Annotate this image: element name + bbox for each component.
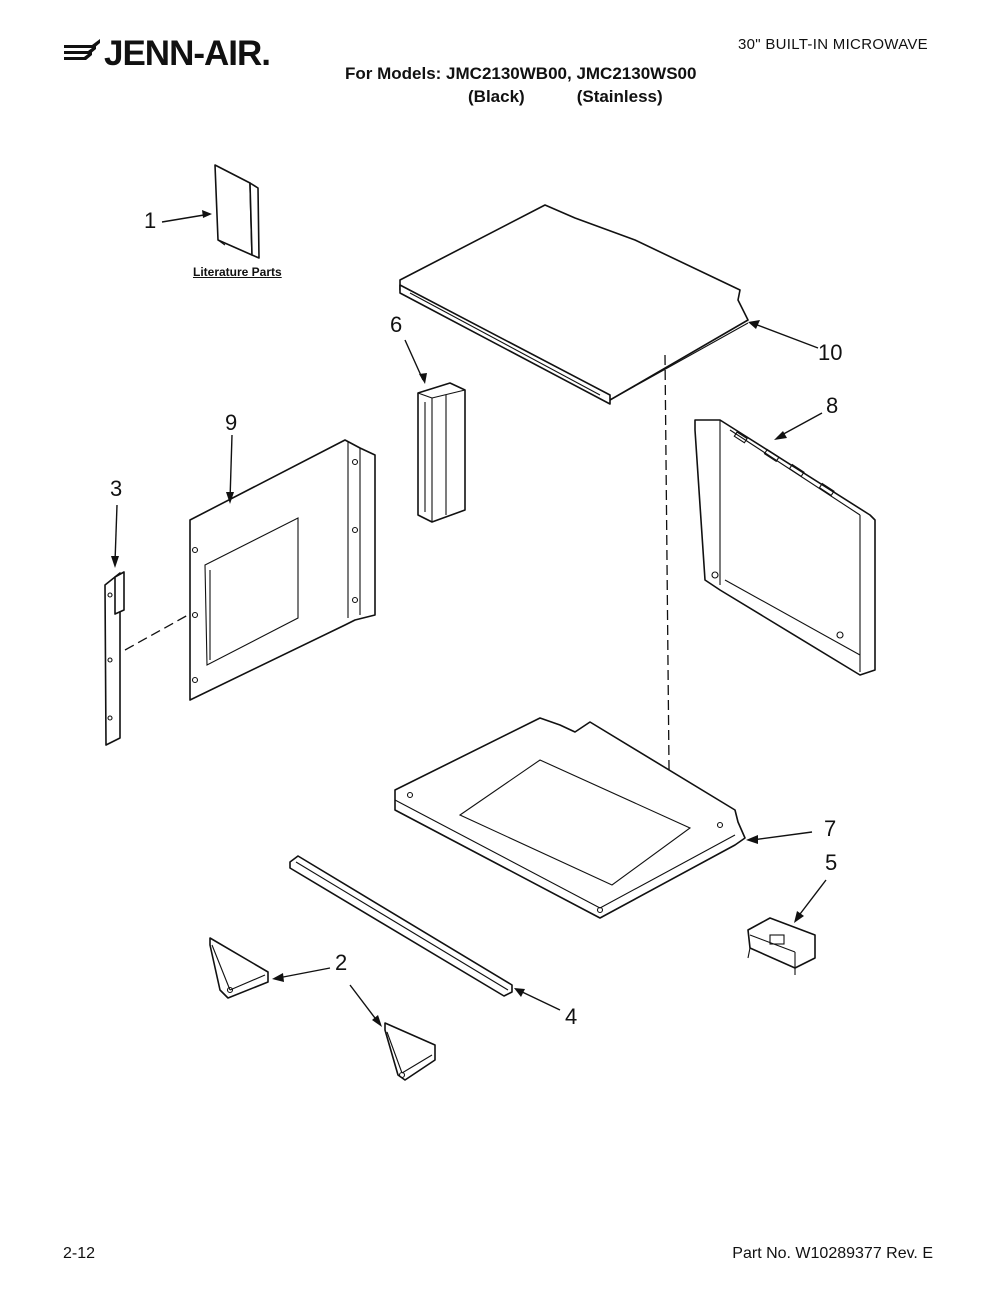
part-2-bracket-upper <box>209 937 269 999</box>
callout-6: 6 <box>390 312 403 337</box>
leader-3 <box>114 504 118 563</box>
part-2-bracket-lower <box>384 1022 436 1081</box>
models-line: For Models: JMC2130WB00, JMC2130WS00 <box>345 64 697 83</box>
page-number: 2-12 <box>63 1245 96 1262</box>
part-6-duct <box>417 382 466 523</box>
part-10-top-panel <box>399 204 749 405</box>
callout-1: 1 <box>144 208 157 233</box>
callout-2: 2 <box>335 950 348 975</box>
part-5-switch <box>747 917 816 975</box>
model-info: For Models: JMC2130WB00, JMC2130WS00 (Bl… <box>345 62 696 108</box>
document-title: 30" BUILT-IN MICROWAVE <box>737 36 928 53</box>
jenn-air-logo: JENN-AIR. <box>62 30 271 78</box>
brand-name: JENN-AIR. <box>104 34 271 73</box>
literature-parts-label: Literature Parts <box>193 265 282 279</box>
finish-stainless: (Stainless) <box>576 87 663 106</box>
finish-black: (Black) <box>468 87 525 106</box>
leader-2a <box>277 967 331 979</box>
part-number: Part No. W10289377 Rev. E <box>732 1245 933 1262</box>
leader-8 <box>777 412 823 438</box>
leader-2b <box>349 984 379 1023</box>
leader-1 <box>161 213 211 223</box>
part-7-bottom-panel <box>394 717 746 919</box>
part-9-left-panel <box>189 439 376 701</box>
leader-7 <box>751 831 813 841</box>
part-4-rail <box>289 855 513 997</box>
leader-10 <box>751 322 819 349</box>
leader-6 <box>404 339 424 381</box>
jenn-air-logo-icon <box>64 39 100 60</box>
callout-5: 5 <box>825 850 838 875</box>
alignment-line-3-9 <box>124 614 189 651</box>
callout-9: 9 <box>225 410 238 435</box>
callout-3: 3 <box>110 476 123 501</box>
callout-7: 7 <box>824 816 837 841</box>
leader-4 <box>517 989 561 1011</box>
callout-4: 4 <box>565 1004 578 1029</box>
part-1-literature-booklet <box>214 164 260 259</box>
part-8-right-panel <box>694 419 876 676</box>
part-3-trim-strip <box>104 571 125 746</box>
callout-10: 10 <box>818 340 843 365</box>
leader-5 <box>796 879 827 919</box>
leader-9 <box>229 434 233 501</box>
callout-8: 8 <box>826 393 839 418</box>
